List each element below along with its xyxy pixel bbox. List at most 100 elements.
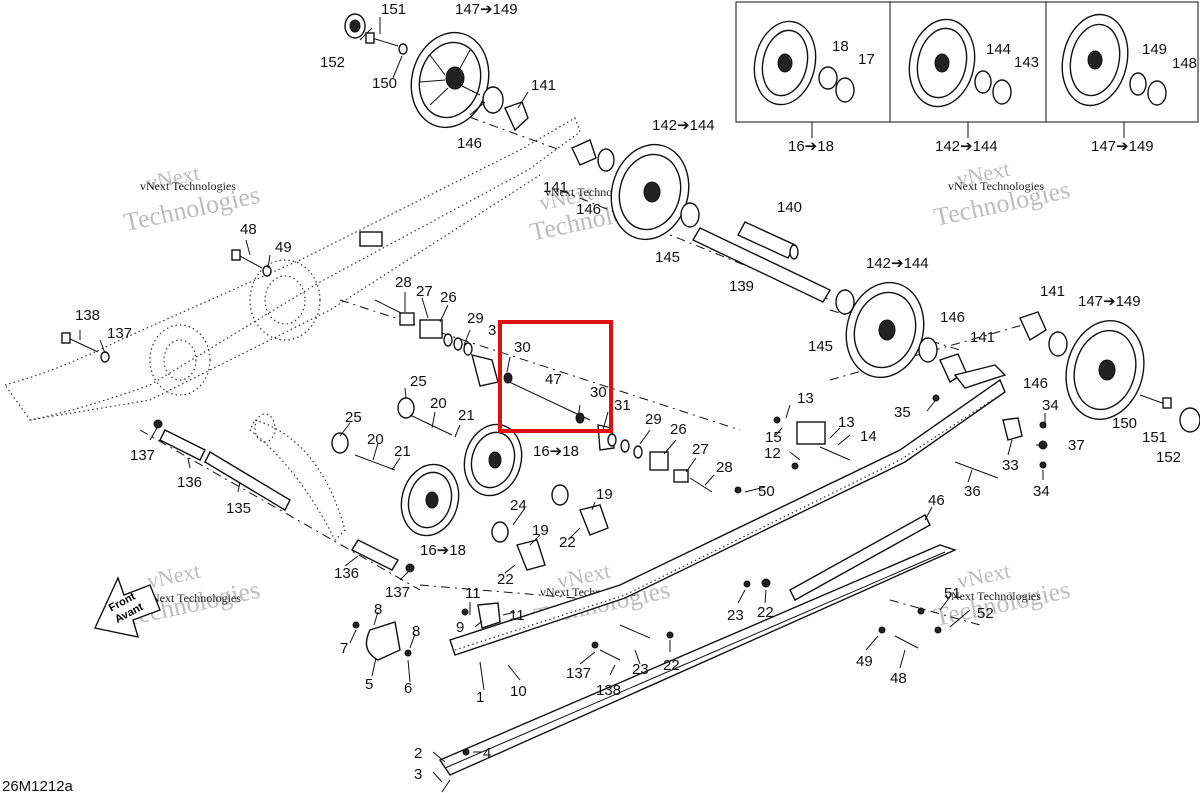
part-label: 9: [456, 619, 464, 636]
tube-icon: [159, 429, 399, 571]
part-label: 12: [764, 445, 781, 462]
cap-icon: [1179, 407, 1200, 433]
inset-caption: 147➔149: [1091, 138, 1154, 155]
part-label: 152: [1156, 449, 1181, 466]
part-label: 35: [894, 404, 911, 421]
part-label: 26: [440, 289, 457, 306]
washer-icon: [835, 289, 855, 315]
watermark-small: vNext Technologies: [945, 589, 1041, 603]
part-label: 13: [838, 414, 855, 431]
bracket-icon: [579, 504, 609, 536]
part-label: 16➔18: [533, 443, 579, 460]
part-label: 16➔18: [420, 542, 466, 559]
part-label: 26: [670, 421, 687, 438]
part-label: 34: [1033, 483, 1050, 500]
washer-icon: [331, 432, 349, 454]
slider-block-icon: [365, 602, 501, 661]
axle-icon: [692, 221, 831, 303]
rail-frame: [4, 117, 581, 421]
part-label: 49: [856, 653, 873, 670]
bolt-icon: [1139, 394, 1172, 409]
nut-icon: [405, 563, 415, 573]
part-label: 8: [374, 601, 382, 618]
part-label: 150: [372, 75, 397, 92]
bracket-icon: [516, 539, 546, 571]
part-label: 152: [320, 54, 345, 71]
inset-label: 149: [1142, 41, 1167, 58]
part-label: 147➔149: [1078, 293, 1141, 310]
part-label: 142➔144: [866, 255, 929, 272]
spacer-icon: [1019, 311, 1047, 342]
part-label: 7: [340, 640, 348, 657]
part-label: 150: [1112, 415, 1137, 432]
part-label: 24: [510, 497, 527, 514]
part-label: 146: [1023, 375, 1048, 392]
washer-icon: [491, 521, 509, 543]
part-label: 141: [970, 329, 995, 346]
part-label: 137: [130, 447, 155, 464]
part-label: 135: [226, 500, 251, 517]
part-label: 151: [1142, 429, 1167, 446]
part-label: 23: [727, 607, 744, 624]
inset-caption: 16➔18: [788, 138, 834, 155]
part-label: 138: [596, 682, 621, 699]
washer-icon: [620, 439, 630, 453]
leader-lines: [79, 17, 1046, 793]
wheel-icon: [410, 31, 490, 129]
wheel-icon: [400, 463, 460, 537]
part-label: 1: [476, 689, 484, 706]
part-label: 20: [367, 431, 384, 448]
part-label: 8: [412, 623, 420, 640]
part-label: 147➔149: [455, 1, 518, 18]
part-label: 48: [890, 670, 907, 687]
washer-icon: [482, 86, 504, 114]
washer-icon: [397, 397, 415, 419]
part-label: 52: [977, 605, 994, 622]
part-label: 29: [645, 411, 662, 428]
part-label: 146: [940, 309, 965, 326]
inset-label: 144: [986, 41, 1011, 58]
part-label: 15: [765, 429, 782, 446]
part-label: 141: [543, 179, 568, 196]
part-label: 27: [692, 441, 709, 458]
part-label: 49: [275, 239, 292, 256]
bolt-icon: [619, 624, 651, 639]
part-label: 29: [467, 310, 484, 327]
part-label: 139: [729, 278, 754, 295]
part-label: 13: [797, 390, 814, 407]
part-label: 22: [663, 657, 680, 674]
spacer-icon: [673, 469, 689, 483]
part-label: 11: [465, 585, 481, 602]
highlight-box: [498, 320, 613, 433]
inset-box: 18 17 144 143 149 148 16➔18 142➔144 147➔…: [735, 1, 1199, 155]
bolt-icon: [231, 249, 272, 277]
wheel-icon: [610, 143, 690, 241]
bolt-icon: [689, 477, 713, 493]
part-label: 10: [510, 683, 527, 700]
part-label: 21: [458, 407, 475, 424]
washer-icon: [633, 445, 643, 459]
part-label: 31: [614, 397, 631, 414]
part-label: 19: [596, 486, 613, 503]
part-label: 14: [860, 428, 877, 445]
inset-label: 17: [858, 51, 875, 68]
washer-icon: [1048, 331, 1068, 357]
inset-label: 143: [1014, 54, 1039, 71]
part-label: 22: [559, 534, 576, 551]
part-label: 51: [944, 585, 961, 602]
nut-icon: [461, 608, 469, 616]
part-label: 146: [457, 135, 482, 152]
front-arrow-icon: Front Avant: [93, 576, 161, 638]
nut-icon: [352, 621, 360, 629]
washer-icon: [680, 202, 700, 228]
part-label: 28: [716, 459, 733, 476]
cap-icon: [344, 13, 366, 39]
part-label: 48: [240, 221, 257, 238]
part-label: 47: [545, 371, 562, 388]
part-label: 137: [566, 665, 591, 682]
spacer-icon: [504, 101, 529, 132]
inset-label: 18: [832, 38, 849, 55]
part-labels: 151 152 150 147➔149 141 146 142➔144 141 …: [75, 1, 1181, 783]
part-label: 141: [1040, 283, 1065, 300]
